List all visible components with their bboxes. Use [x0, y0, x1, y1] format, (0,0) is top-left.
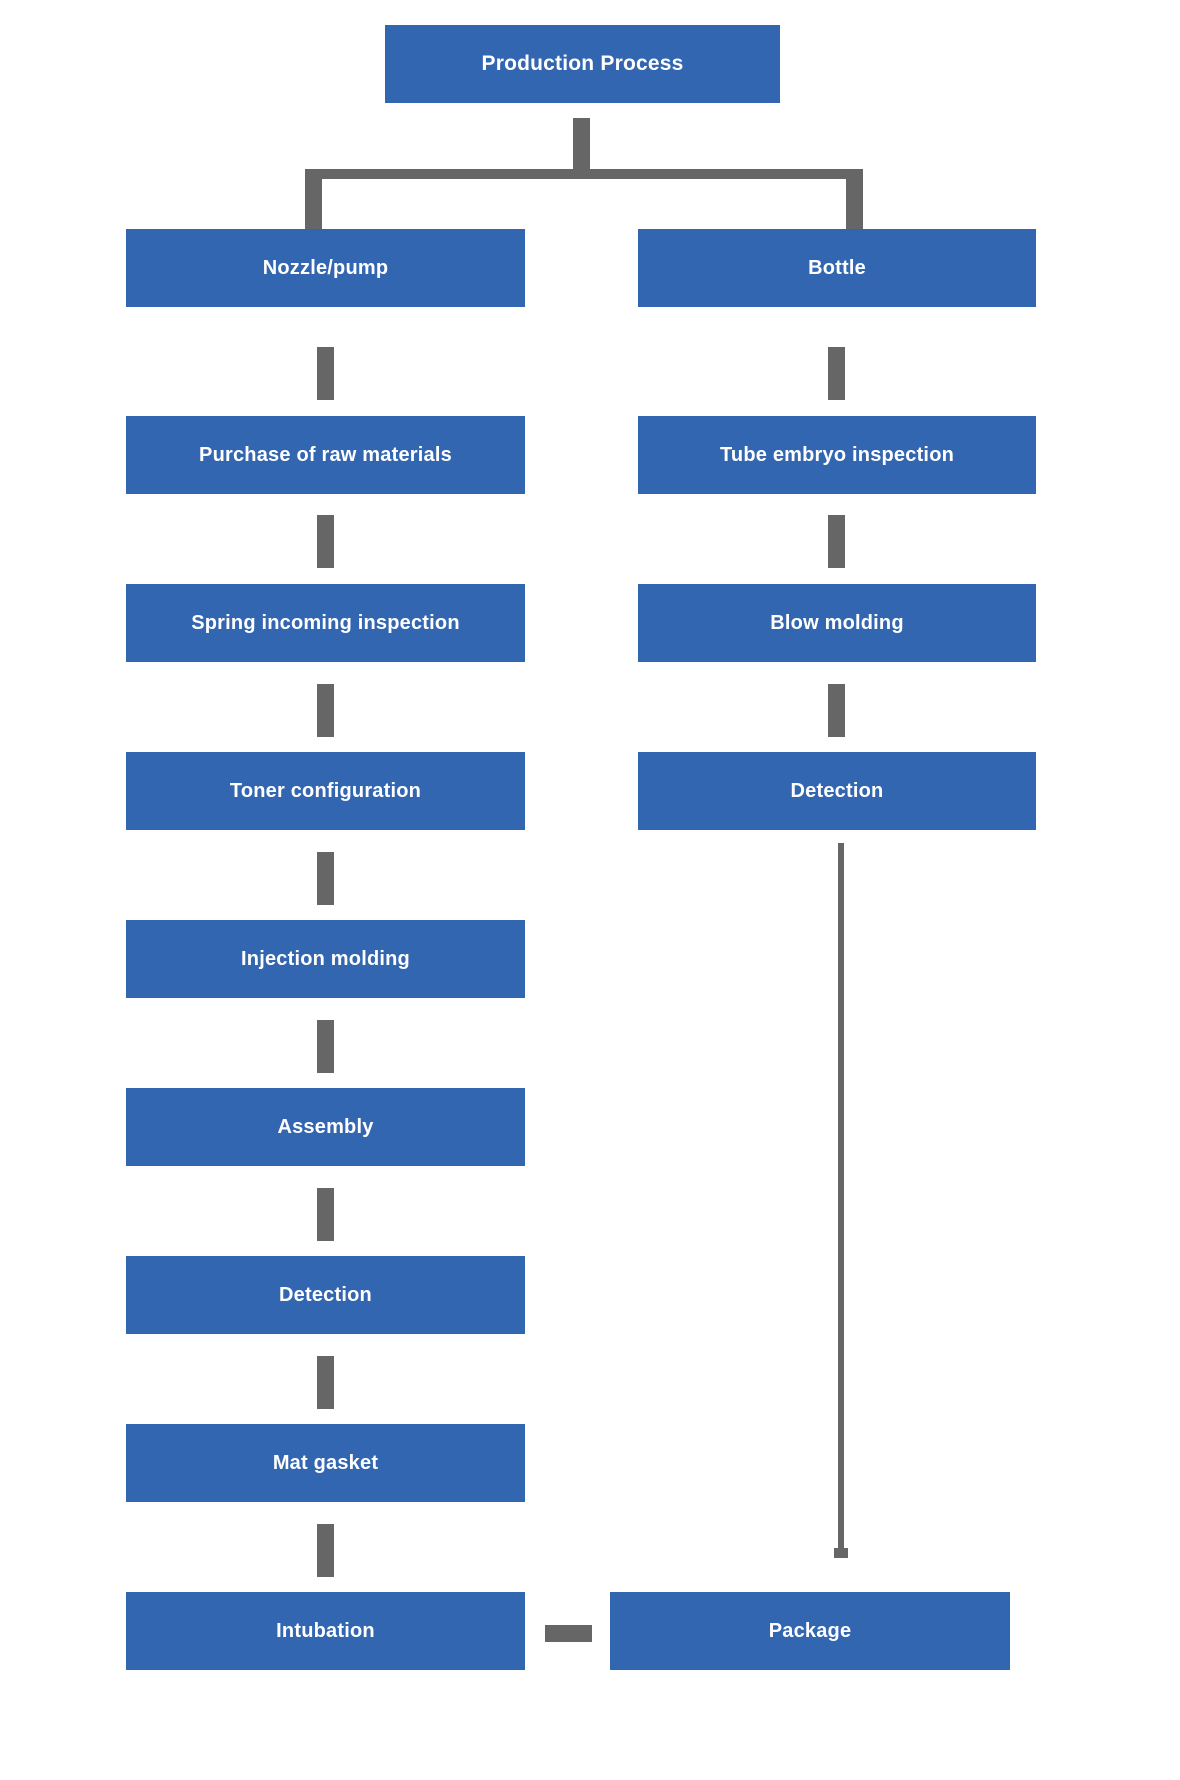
- connector-left-8: [317, 1524, 334, 1577]
- connector-branch-left-down: [305, 169, 322, 229]
- node-label: Purchase of raw materials: [199, 444, 452, 466]
- connector-right-1: [828, 347, 845, 400]
- connector-left-6: [317, 1188, 334, 1241]
- node-label: Detection: [279, 1284, 372, 1306]
- connector-branch-right-down: [846, 169, 863, 229]
- connector-right-2: [828, 515, 845, 568]
- node-assembly[interactable]: Assembly: [126, 1088, 525, 1166]
- node-detection-left[interactable]: Detection: [126, 1256, 525, 1334]
- connector-detection-to-package: [838, 843, 844, 1555]
- node-injection-molding[interactable]: Injection molding: [126, 920, 525, 998]
- connector-left-3: [317, 684, 334, 737]
- connector-split-bar: [305, 169, 863, 179]
- node-label: Production Process: [481, 52, 684, 76]
- node-label: Bottle: [808, 257, 866, 279]
- node-label: Nozzle/pump: [262, 257, 389, 279]
- node-label: Injection molding: [241, 948, 410, 970]
- connector-left-7: [317, 1356, 334, 1409]
- node-tube-embryo-inspection[interactable]: Tube embryo inspection: [638, 416, 1036, 494]
- connector-intubation-to-package: [545, 1625, 592, 1642]
- node-label: Detection: [790, 780, 884, 802]
- node-production-process[interactable]: Production Process: [385, 25, 780, 103]
- node-toner-configuration[interactable]: Toner configuration: [126, 752, 525, 830]
- node-spring-incoming-inspection[interactable]: Spring incoming inspection: [126, 584, 525, 662]
- node-blow-molding[interactable]: Blow molding: [638, 584, 1036, 662]
- node-bottle[interactable]: Bottle: [638, 229, 1036, 307]
- node-package[interactable]: Package: [610, 1592, 1010, 1670]
- connector-left-2: [317, 515, 334, 568]
- connector-left-4: [317, 852, 334, 905]
- node-label: Mat gasket: [272, 1452, 379, 1474]
- node-label: Package: [768, 1620, 852, 1642]
- connector-left-5: [317, 1020, 334, 1073]
- connector-root-down: [573, 118, 590, 170]
- node-label: Tube embryo inspection: [719, 444, 955, 466]
- node-nozzle-pump[interactable]: Nozzle/pump: [126, 229, 525, 307]
- node-purchase-of-raw-materials[interactable]: Purchase of raw materials: [126, 416, 525, 494]
- connector-right-3: [828, 684, 845, 737]
- node-label: Blow molding: [770, 612, 904, 634]
- connector-arrow-package: [834, 1548, 848, 1558]
- node-intubation[interactable]: Intubation: [126, 1592, 525, 1670]
- node-label: Toner configuration: [229, 780, 422, 802]
- node-detection-right[interactable]: Detection: [638, 752, 1036, 830]
- node-mat-gasket[interactable]: Mat gasket: [126, 1424, 525, 1502]
- node-label: Intubation: [276, 1620, 375, 1642]
- node-label: Spring incoming inspection: [191, 612, 460, 634]
- node-label: Assembly: [277, 1116, 374, 1138]
- connector-left-1: [317, 347, 334, 400]
